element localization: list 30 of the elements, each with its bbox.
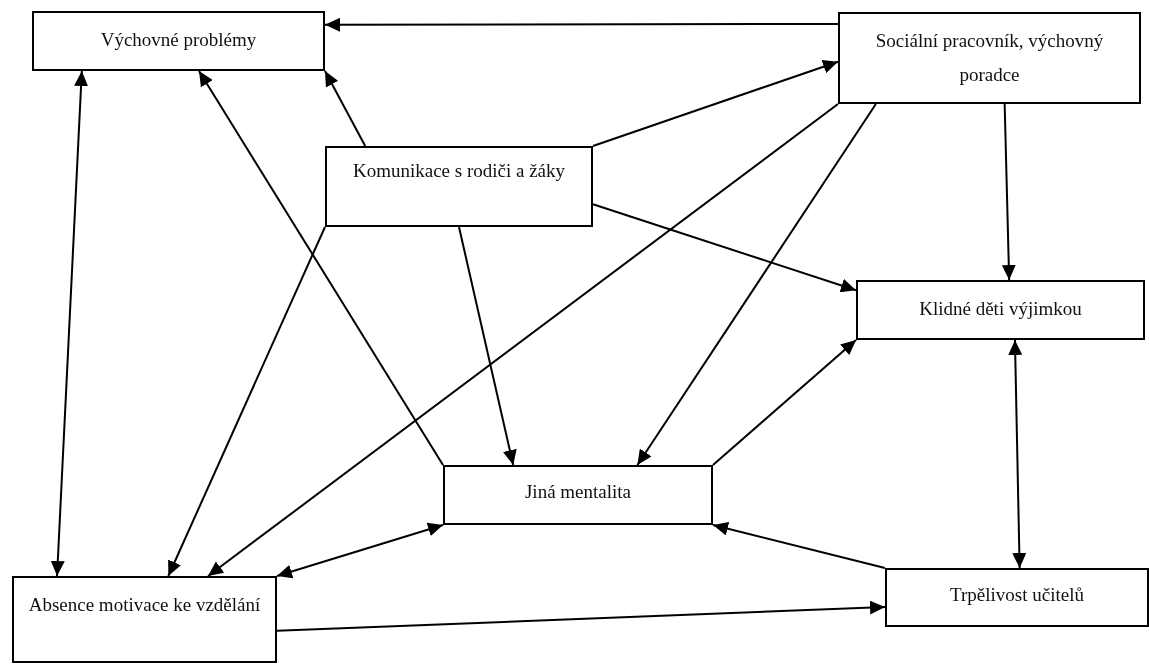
node-label: Trpělivost učitelů	[950, 583, 1084, 607]
node-label: Výchovné problémy	[100, 28, 257, 52]
node-label: Klidné děti výjimkou	[919, 297, 1082, 321]
node-label: Absence motivace ke vzdělání	[28, 593, 261, 617]
node-label: Komunikace s rodiči a žáky	[352, 159, 566, 183]
text-box	[325, 146, 593, 227]
arrow	[276, 522, 444, 579]
text-box	[838, 12, 1141, 104]
arrow	[167, 226, 326, 577]
arrow	[276, 600, 886, 632]
arrow	[458, 226, 517, 466]
arrow	[207, 103, 839, 577]
node-label: Jiná mentalita	[524, 480, 632, 504]
text-box	[32, 11, 325, 71]
arrow	[198, 70, 444, 466]
arrow	[636, 103, 877, 466]
text-box	[856, 280, 1145, 340]
arrow	[1008, 339, 1027, 569]
text-box	[885, 568, 1149, 627]
node-label: Sociální pracovník, výchovný poradce	[874, 29, 1105, 87]
arrow	[592, 203, 857, 293]
arrow	[1001, 103, 1016, 281]
text-box	[443, 465, 713, 525]
arrow	[712, 521, 886, 569]
text-box	[12, 576, 277, 663]
arrow	[324, 17, 839, 32]
arrow	[592, 59, 839, 147]
arrow	[50, 70, 89, 577]
arrow	[712, 339, 857, 466]
arrow	[324, 70, 367, 147]
